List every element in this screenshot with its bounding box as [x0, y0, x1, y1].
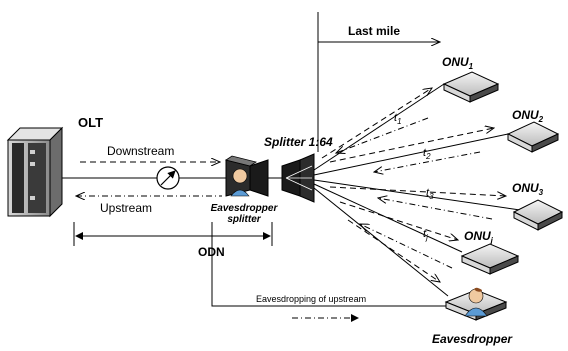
splitter-label: Splitter 1:64 — [264, 135, 333, 149]
olt-label: OLT — [78, 115, 103, 130]
eavesdropper-tap-fiber — [211, 222, 446, 307]
onu-1-icon — [442, 71, 500, 103]
eavesdropper-label: Eavesdropper — [432, 332, 513, 346]
onu-3-icon — [512, 199, 564, 231]
onu-3-label: ONU3 — [512, 181, 544, 197]
time-label-t2: t2 — [423, 147, 431, 161]
onu-j-icon — [460, 243, 520, 275]
onu-1-label: ONU1 — [442, 55, 474, 71]
optical-power-meter-icon — [156, 166, 180, 190]
onu-2-label: ONU2 — [512, 108, 544, 124]
olt-icon — [6, 126, 64, 218]
eavesdropper-splitter-label-line2: splitter — [227, 214, 261, 225]
last-mile-label: Last mile — [348, 24, 400, 38]
eavesdropper-splitter-label-line1: Eavesdropper — [211, 203, 279, 214]
eavesdropper-splitter-icon — [225, 155, 269, 197]
upstream-label: Upstream — [100, 201, 152, 215]
onu-j-label: ONUj — [464, 229, 494, 245]
splitter-icon — [281, 153, 315, 203]
traffic-arrows — [321, 88, 506, 282]
downstream-label: Downstream — [107, 144, 174, 158]
drop-fibers — [313, 83, 521, 297]
time-label-tj: tj — [423, 228, 428, 242]
onu-2-icon — [506, 121, 560, 153]
eavesdropper-icon — [444, 287, 508, 321]
time-label-t1: t1 — [394, 112, 402, 126]
odn-dimension — [73, 222, 273, 246]
eavesdropping-upstream-label: Eavesdropping of upstream — [256, 294, 366, 304]
time-label-t3: t3 — [426, 187, 434, 201]
odn-label: ODN — [198, 245, 225, 259]
